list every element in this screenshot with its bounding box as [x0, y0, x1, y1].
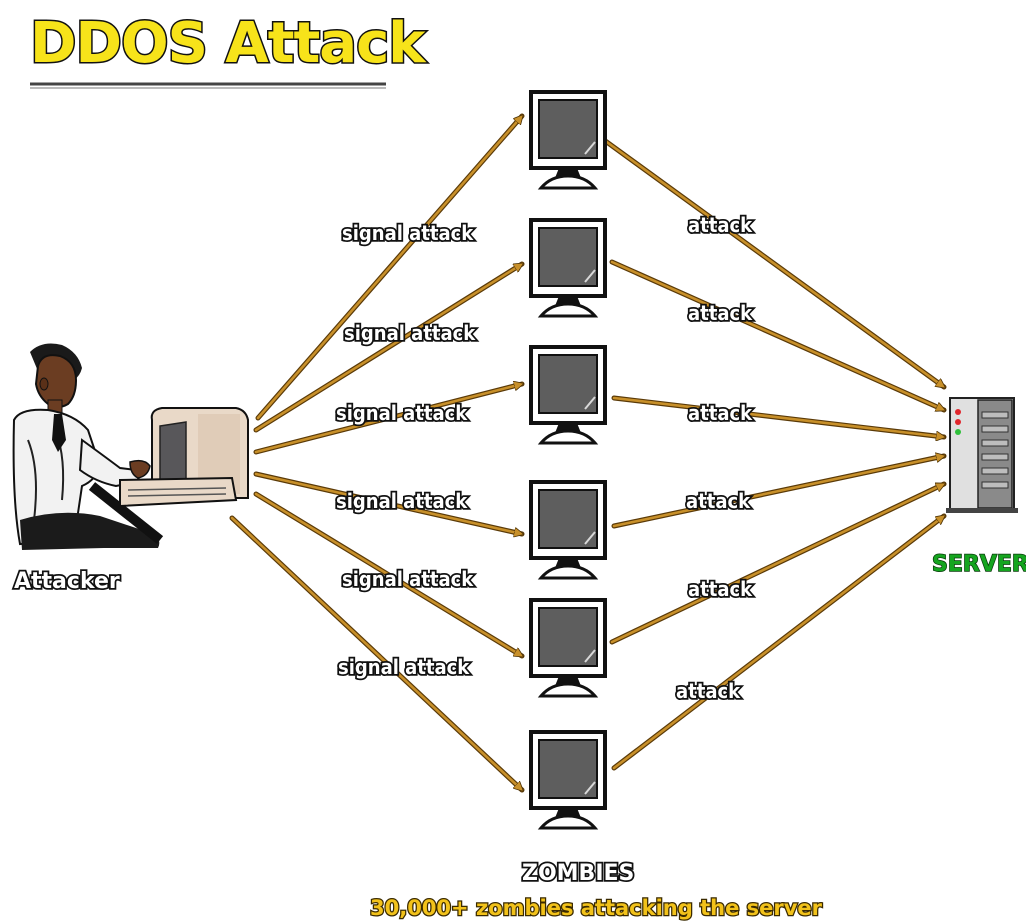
signal-attack-label-1: signal attack: [342, 221, 474, 245]
signal-arrow-5: [254, 492, 522, 656]
attack-arrow-3: [612, 396, 944, 437]
signal-attack-label-6: signal attack: [338, 655, 470, 679]
diagram-title: DDOS Attack: [30, 11, 427, 76]
signal-attack-label-5: signal attack: [342, 567, 474, 591]
signal-arrow-2: [254, 264, 522, 432]
attacker-label: Attacker: [14, 569, 120, 594]
signal-arrow-4: [254, 472, 522, 534]
attacker-computer-icon: [119, 407, 249, 508]
attack-label-4: attack: [686, 489, 751, 513]
zombie-computer-icon-4: [529, 480, 607, 580]
attacker-figure: Attacker: [12, 343, 249, 596]
attack-label-1: attack: [688, 213, 753, 237]
zombies-layer: [529, 90, 607, 830]
attack-label-6: attack: [676, 679, 741, 703]
attack-arrow-1: [602, 138, 944, 387]
signal-arrow-1: [256, 116, 522, 420]
attack-label-2: attack: [688, 301, 753, 325]
signal-arrow-3: [254, 384, 522, 454]
signal-attack-label-2: signal attack: [344, 321, 476, 345]
signal-attack-label-4: signal attack: [336, 489, 468, 513]
signal-attack-label-3: signal attack: [336, 401, 468, 425]
attack-label-3: attack: [688, 401, 753, 425]
zombie-computer-icon-1: [529, 90, 607, 190]
zombies-label: ZOMBIES: [522, 861, 634, 886]
server-label: SERVER: [932, 552, 1026, 577]
zombie-computer-icon-5: [529, 598, 607, 698]
title-group: DDOS Attack: [29, 10, 430, 89]
attack-arrow-6: [612, 516, 944, 770]
arrows-layer: signal attack signal attack signal attack s…: [229, 113, 944, 793]
server-icon: [946, 397, 1018, 513]
zombie-computer-icon-6: [529, 730, 607, 830]
signal-arrow-6: [230, 516, 522, 790]
attack-arrow-5: [610, 484, 944, 644]
attacker-person-icon: [12, 343, 164, 550]
zombie-computer-icon-2: [529, 218, 607, 318]
server-group: SERVER: [931, 397, 1026, 578]
attack-label-5: attack: [688, 577, 753, 601]
attack-arrow-4: [612, 456, 944, 528]
caption-text: 30,000+ zombies attacking the server: [370, 896, 823, 920]
zombie-computer-icon-3: [529, 345, 607, 445]
attack-arrow-2: [610, 260, 944, 410]
